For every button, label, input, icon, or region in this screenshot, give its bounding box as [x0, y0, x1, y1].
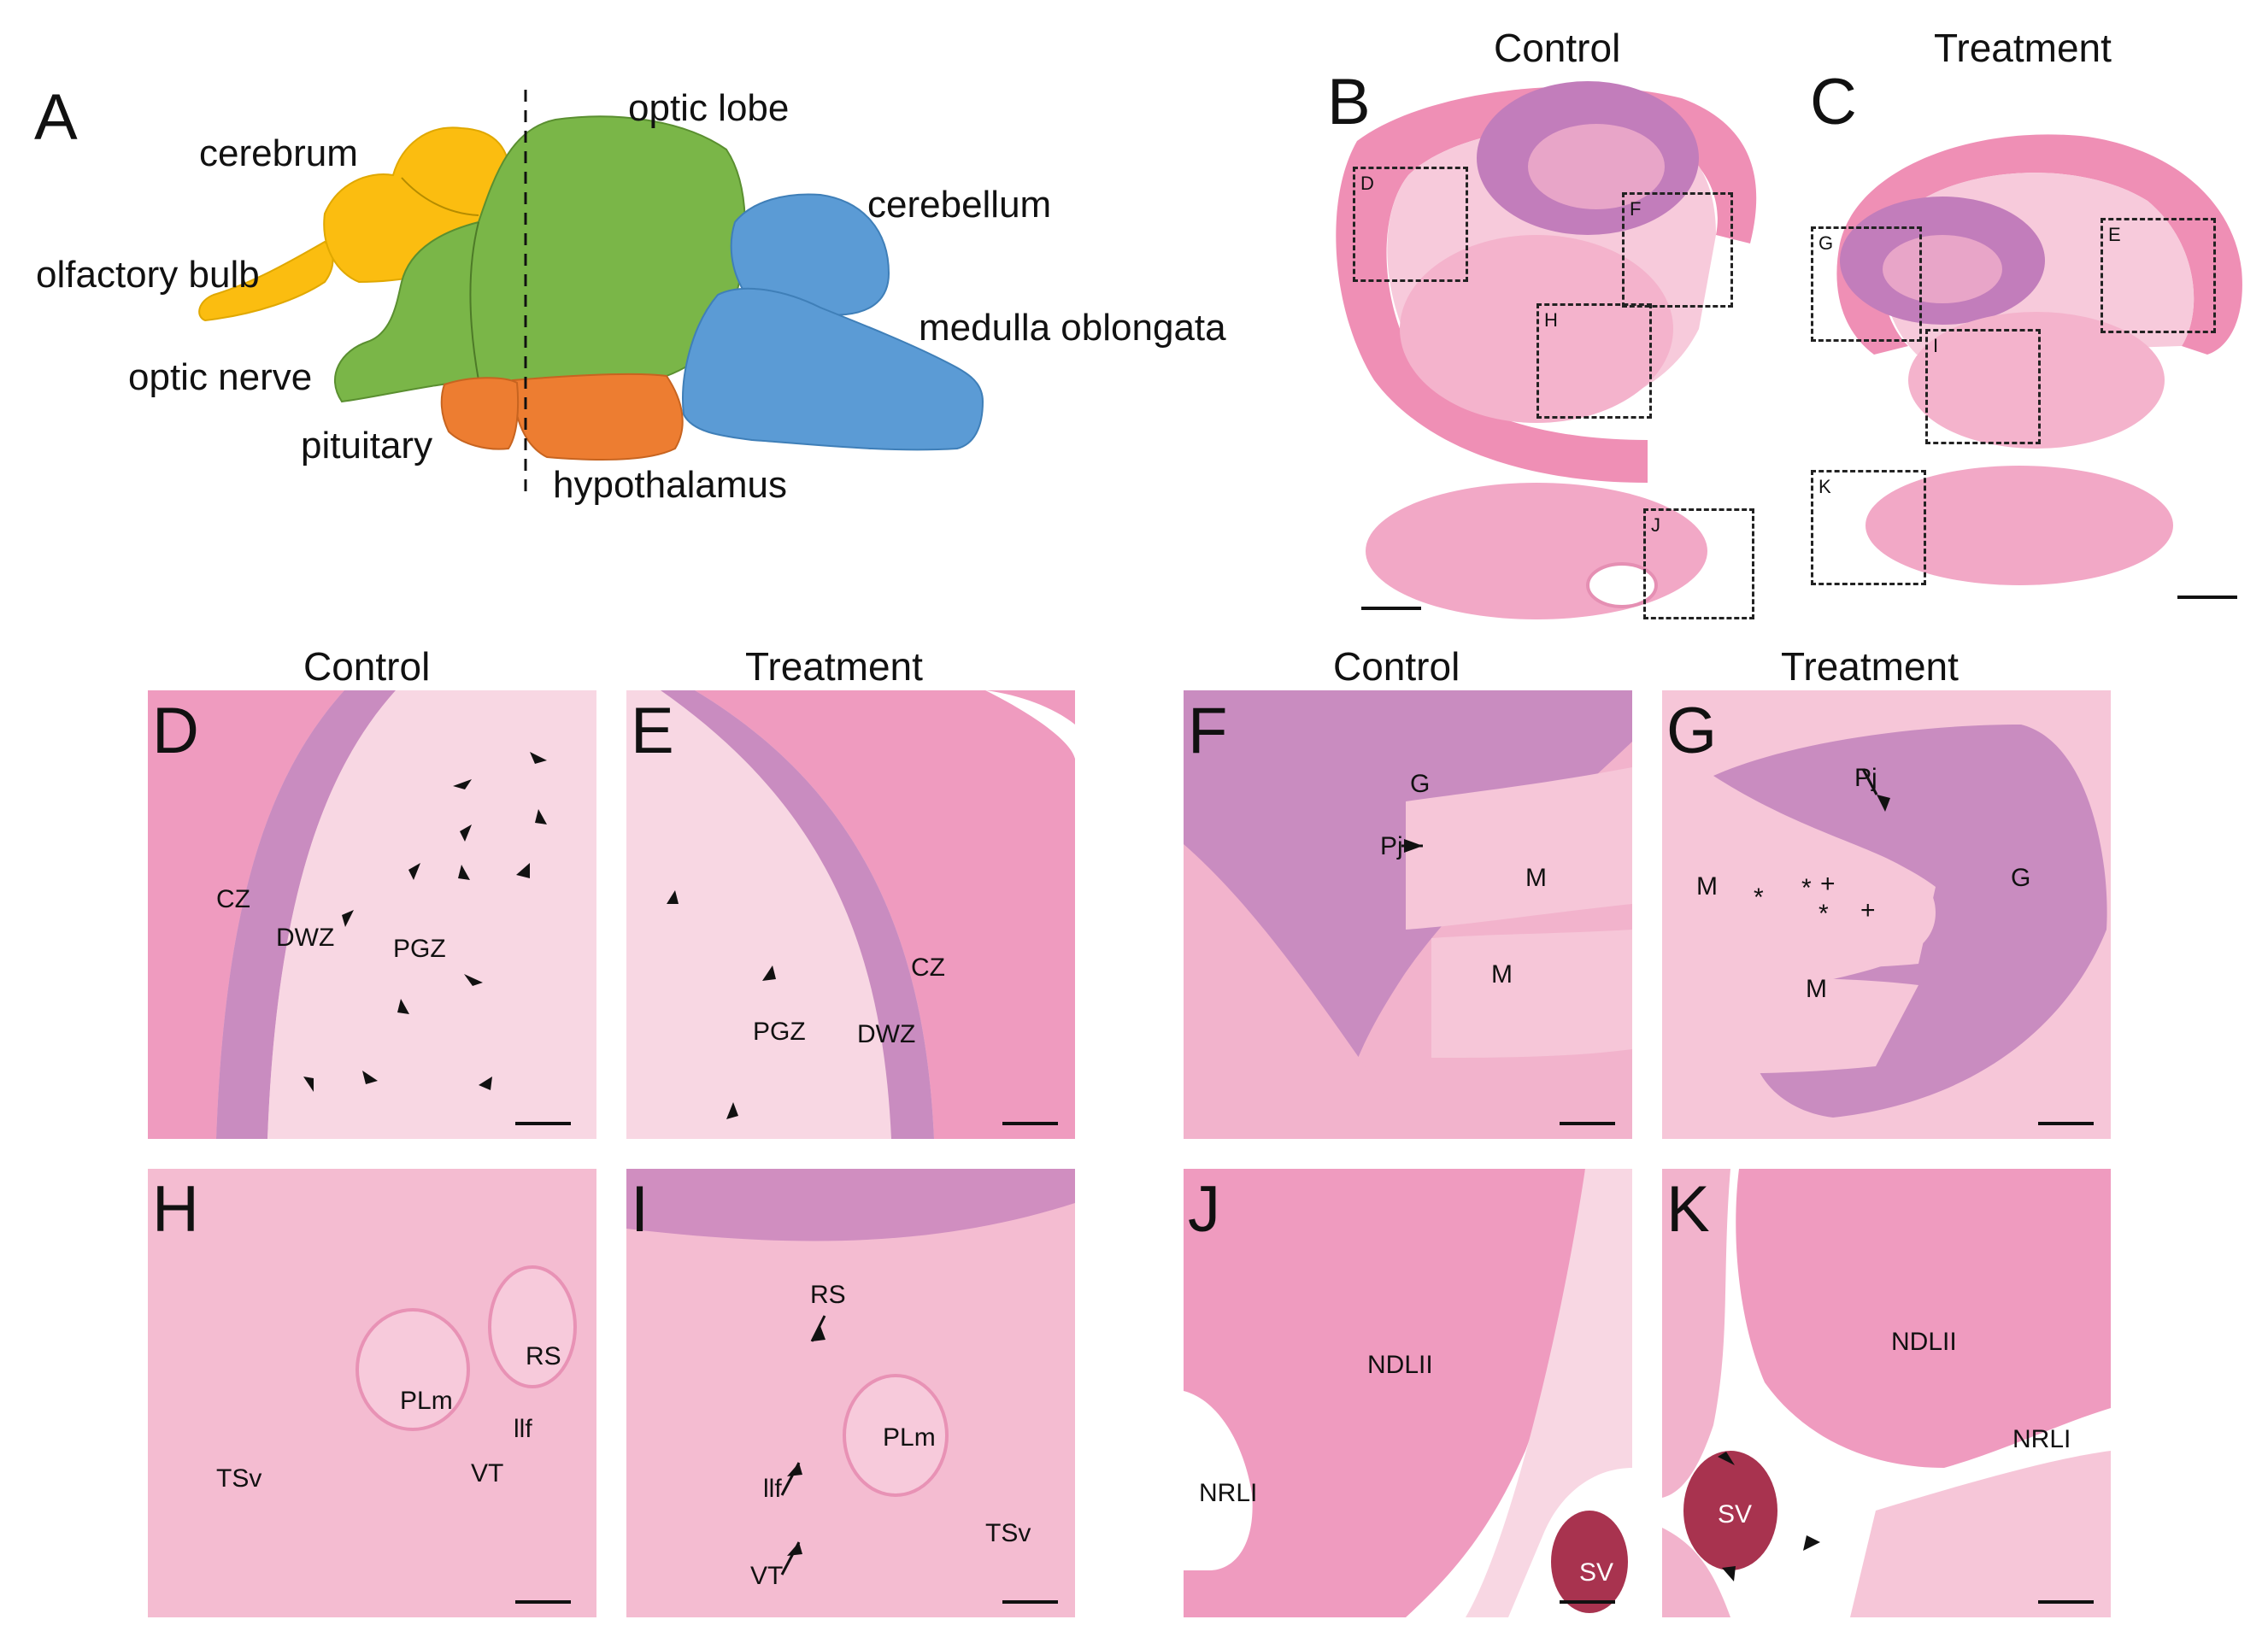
label-d-pgz: PGZ [393, 935, 446, 963]
label-g-star1: * [1754, 883, 1764, 912]
panel-label-c: C [1810, 66, 1857, 138]
label-h-tsv: TSv [216, 1464, 262, 1493]
label-h-rs: RS [526, 1342, 561, 1370]
label-medulla-oblongata: medulla oblongata [919, 307, 1226, 349]
header-f-control: Control [1333, 644, 1460, 689]
panel-label-k: K [1666, 1173, 1710, 1246]
label-pituitary: pituitary [301, 425, 433, 466]
label-k-ndlii: NDLII [1891, 1328, 1957, 1356]
micrograph-i: RS PLm llf TSv VT [626, 1169, 1075, 1617]
label-h-plm: PLm [400, 1387, 453, 1415]
box-label-g: G [1819, 232, 1834, 254]
micrograph-j: NDLII NRLI SV [1184, 1169, 1632, 1617]
label-i-vt: VT [750, 1562, 784, 1590]
label-g-plus2: + [1860, 896, 1876, 924]
label-j-nrli: NRLI [1199, 1479, 1258, 1507]
box-label-f: F [1630, 198, 1642, 220]
panel-label-a: A [34, 81, 78, 154]
label-g-g: G [2011, 864, 2031, 892]
label-optic-nerve: optic nerve [128, 356, 313, 398]
box-label-k: K [1819, 476, 1831, 497]
micrograph-k: NDLII NRLI SV [1662, 1169, 2111, 1617]
panel-label-j: J [1188, 1173, 1220, 1246]
label-h-vt: VT [471, 1459, 504, 1488]
micrograph-h: RS PLm llf TSv VT [148, 1169, 596, 1617]
label-i-tsv: TSv [985, 1519, 1031, 1547]
label-hypothalamus: hypothalamus [553, 464, 787, 506]
panel-label-f: F [1188, 695, 1228, 767]
label-f-pj: Pj [1380, 832, 1403, 860]
label-d-cz: CZ [216, 885, 250, 913]
label-g-m2: M [1806, 975, 1827, 1003]
box-label-d: D [1360, 173, 1374, 194]
label-d-dwz: DWZ [276, 924, 335, 952]
header-c-treatment: Treatment [1934, 26, 2112, 70]
header-e-treatment: Treatment [745, 644, 923, 689]
label-g-star2: * [1801, 874, 1812, 902]
label-olfactory-bulb: olfactory bulb [36, 254, 260, 296]
medulla-shape [682, 287, 984, 451]
label-optic-lobe: optic lobe [628, 87, 790, 129]
label-e-dwz: DWZ [857, 1020, 916, 1048]
label-k-nrli: NRLI [2012, 1425, 2071, 1453]
label-f-m2: M [1491, 960, 1513, 989]
header-d-control: Control [303, 644, 431, 689]
header-g-treatment: Treatment [1781, 644, 1959, 689]
label-e-pgz: PGZ [753, 1018, 806, 1046]
label-f-g: G [1410, 770, 1431, 798]
box-label-i: I [1933, 335, 1939, 356]
box-label-j: J [1651, 514, 1660, 536]
header-b-control: Control [1494, 26, 1621, 70]
micrograph-e: PGZ DWZ CZ [626, 690, 1075, 1139]
box-label-e: E [2108, 224, 2121, 245]
label-i-rs: RS [810, 1281, 846, 1309]
pituitary-shape [440, 377, 520, 450]
label-g-star3: * [1819, 900, 1829, 928]
label-h-llf: llf [514, 1415, 532, 1443]
olfactory-bulb-shape [198, 240, 334, 322]
label-i-llf: llf [763, 1475, 782, 1503]
panel-label-g: G [1666, 695, 1718, 767]
micrograph-f: G Pj M M [1184, 690, 1632, 1139]
label-e-cz: CZ [911, 954, 945, 982]
label-cerebrum: cerebrum [199, 132, 358, 174]
label-g-plus1: + [1820, 870, 1836, 898]
micrograph-g: Pj G M M * * * + + [1662, 690, 2111, 1139]
label-j-ndlii: NDLII [1367, 1351, 1433, 1379]
panel-label-h: H [152, 1173, 199, 1246]
panel-label-e: E [631, 695, 674, 767]
panel-label-d: D [152, 695, 199, 767]
label-j-sv: SV [1579, 1558, 1614, 1587]
panel-label-b: B [1327, 66, 1371, 138]
label-cerebellum: cerebellum [867, 184, 1052, 226]
hypothalamus-shape [511, 373, 684, 461]
panel-label-i: I [631, 1173, 649, 1246]
micrograph-d: CZ DWZ PGZ [148, 690, 596, 1139]
label-f-m1: M [1525, 864, 1547, 892]
label-i-plm: PLm [883, 1423, 936, 1452]
label-k-sv: SV [1718, 1500, 1753, 1529]
overview-image-b: D F H J [1323, 73, 1776, 628]
label-g-m1: M [1696, 872, 1718, 901]
box-label-h: H [1544, 309, 1558, 331]
overview-image-c: G E I K [1806, 73, 2259, 628]
